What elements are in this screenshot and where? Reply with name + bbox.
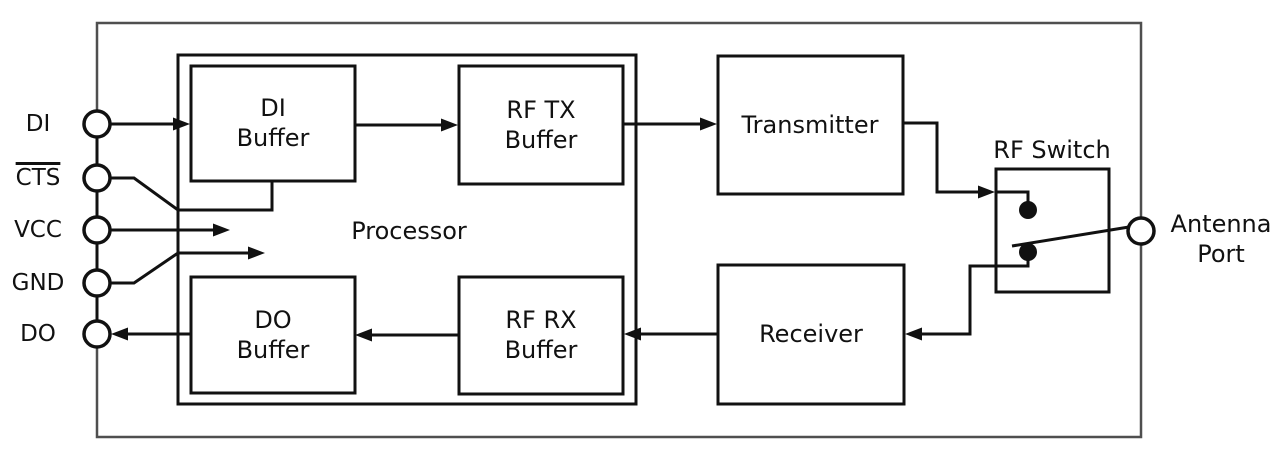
di-buffer-label: DI Buffer (236, 94, 310, 152)
arrowheads (111, 117, 995, 342)
switch-lower-contact-dot (1019, 243, 1037, 261)
switch-upper-contact-dot (1019, 201, 1037, 219)
rf-tx-buffer-box (457, 64, 625, 186)
pin-circle-gnd (82, 268, 112, 298)
pin-circle-do (82, 319, 112, 349)
receiver-label: Receiver (759, 320, 863, 348)
transmitter-label: Transmitter (741, 111, 879, 139)
wire-gnd-to-processor (110, 251, 250, 285)
arrowhead-receiver (905, 327, 922, 341)
antenna-port-circle (1126, 216, 1156, 246)
wire-cts-to-dibuffer (110, 176, 274, 212)
arrowhead-transmitter (700, 117, 717, 131)
rf-switch-box (994, 167, 1111, 294)
arrowhead-rxbuffer (624, 327, 641, 341)
wire-transmitter-to-switch (903, 121, 982, 194)
arrowhead-gnd (248, 246, 265, 260)
pin-label-gnd: GND (11, 270, 65, 296)
rf-rx-buffer-box (457, 275, 625, 396)
pin-label-do: DO (20, 321, 56, 347)
arrowhead-do (111, 327, 128, 341)
arrowhead-di (173, 117, 190, 131)
rf-rx-buffer-label: RF RX Buffer (504, 306, 578, 364)
di-buffer-box (189, 64, 357, 183)
do-buffer-label: DO Buffer (236, 306, 310, 364)
pin-circles (82, 109, 1156, 349)
wire-switch-to-receiver (919, 252, 1030, 336)
pin-label-vcc: VCC (14, 217, 62, 243)
arrowhead-vcc (213, 223, 230, 237)
block-boxes (189, 54, 1111, 406)
pin-circle-cts (82, 163, 112, 193)
pin-circle-di (82, 109, 112, 139)
rf-switch-label: RF Switch (993, 136, 1111, 164)
pin-label-cts: CTS (15, 165, 61, 191)
pin-circle-vcc (82, 215, 112, 245)
transmitter-box (716, 54, 905, 196)
arrowhead-txbuffer (441, 118, 458, 132)
processor-label: Processor (351, 217, 467, 245)
do-buffer-box (189, 275, 357, 395)
arrowhead-rfswitch (978, 185, 995, 199)
receiver-box (716, 263, 906, 406)
arrowhead-dobuffer (355, 328, 372, 342)
pin-label-di: DI (25, 111, 51, 137)
rf-tx-buffer-label: RF TX Buffer (504, 96, 578, 154)
antenna-port-label: Antenna Port (1170, 210, 1272, 268)
